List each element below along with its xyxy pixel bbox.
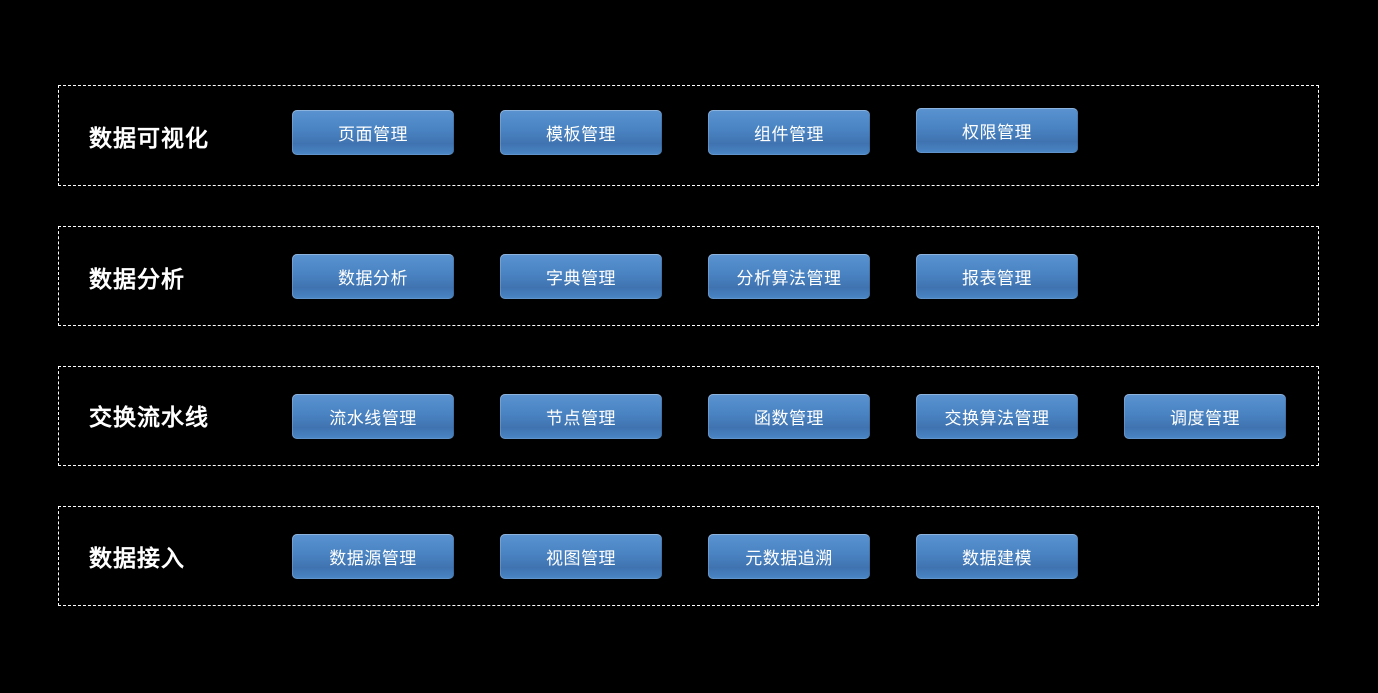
button-group-exchange-pipeline: 流水线管理 节点管理 函数管理 交换算法管理 调度管理 [292,367,1286,465]
module-button-report-management[interactable]: 报表管理 [916,253,1078,299]
module-button-analysis-algorithm-management[interactable]: 分析算法管理 [708,253,870,299]
button-group-data-visualization: 页面管理 模板管理 组件管理 权限管理 [292,83,1078,182]
module-button-data-modeling[interactable]: 数据建模 [916,533,1078,579]
group-row-exchange-pipeline: 交换流水线 流水线管理 节点管理 函数管理 交换算法管理 调度管理 [58,366,1319,466]
module-button-component-management[interactable]: 组件管理 [708,110,870,155]
module-button-schedule-management[interactable]: 调度管理 [1124,393,1286,439]
button-group-data-analysis: 数据分析 字典管理 分析算法管理 报表管理 [292,227,1078,325]
group-row-data-ingestion: 数据接入 数据源管理 视图管理 元数据追溯 数据建模 [58,506,1319,606]
group-label-data-visualization: 数据可视化 [89,125,209,151]
module-button-metadata-lineage[interactable]: 元数据追溯 [708,533,870,579]
group-row-data-visualization: 数据可视化 页面管理 模板管理 组件管理 权限管理 [58,85,1319,186]
module-button-node-management[interactable]: 节点管理 [500,393,662,439]
module-button-exchange-algorithm-management[interactable]: 交换算法管理 [916,393,1078,439]
module-button-view-management[interactable]: 视图管理 [500,533,662,579]
group-label-data-ingestion: 数据接入 [89,545,185,571]
group-row-data-analysis: 数据分析 数据分析 字典管理 分析算法管理 报表管理 [58,226,1319,326]
group-label-exchange-pipeline: 交换流水线 [89,404,209,430]
module-button-page-management[interactable]: 页面管理 [292,110,454,155]
module-button-data-analysis[interactable]: 数据分析 [292,253,454,299]
module-button-function-management[interactable]: 函数管理 [708,393,870,439]
module-button-datasource-management[interactable]: 数据源管理 [292,533,454,579]
group-label-data-analysis: 数据分析 [89,266,185,292]
module-button-template-management[interactable]: 模板管理 [500,110,662,155]
module-button-permission-management[interactable]: 权限管理 [916,108,1078,153]
module-button-pipeline-management[interactable]: 流水线管理 [292,393,454,439]
button-group-data-ingestion: 数据源管理 视图管理 元数据追溯 数据建模 [292,507,1078,605]
module-button-dictionary-management[interactable]: 字典管理 [500,253,662,299]
